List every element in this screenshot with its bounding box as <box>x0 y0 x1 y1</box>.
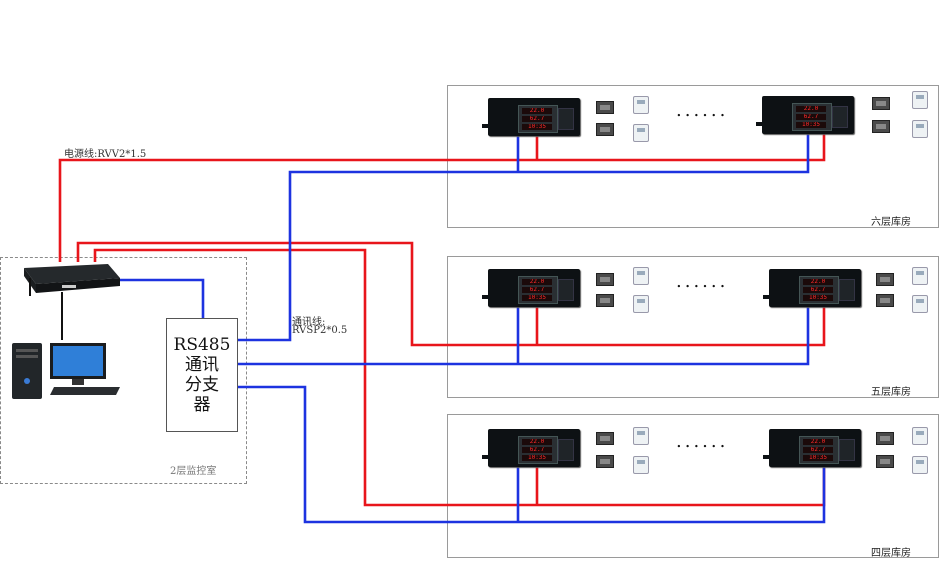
controller-readout-3: 10:35 <box>522 455 552 461</box>
controller-readout-1: 22.0 <box>522 439 552 445</box>
controller-readout-3: 10:35 <box>522 124 552 130</box>
sensor-icon <box>596 455 614 468</box>
comm-line-floor6 <box>237 130 810 342</box>
controller-readout-2: 62.7 <box>522 116 552 122</box>
controller-readout-1: 22.0 <box>803 279 833 285</box>
dehumidifier-icon <box>912 267 928 285</box>
controller-readout-2: 62.7 <box>803 287 833 293</box>
dehumidifier-icon <box>633 267 649 285</box>
dehumidifier-icon <box>912 427 928 445</box>
rs485-line-1: RS485 <box>173 335 231 355</box>
sensor-icon <box>876 455 894 468</box>
comm-line-pc-to-splitter <box>112 278 205 318</box>
controller-unit-icon: 22.0 62.7 10:35 <box>763 269 861 307</box>
rs485-line-2: 通讯 <box>185 355 219 375</box>
control-room-box <box>0 257 247 484</box>
comm-cable-label-2: RVSP2*0.5 <box>292 325 348 336</box>
controller-readout-1: 22.0 <box>522 279 552 285</box>
dehumidifier-icon <box>912 295 928 313</box>
control-room-label: 2层监控室 <box>170 466 217 477</box>
dehumidifier-icon <box>912 91 928 109</box>
sensor-icon <box>872 97 890 110</box>
sensor-icon <box>596 432 614 445</box>
comm-line-floor5 <box>237 303 810 366</box>
sensor-icon <box>596 294 614 307</box>
ellipsis-floor6: ...... <box>676 100 729 121</box>
sensor-icon <box>596 123 614 136</box>
controller-unit-icon: 22.0 62.7 10:35 <box>482 429 580 467</box>
floor-label-6: 六层库房 <box>871 217 911 228</box>
dehumidifier-icon <box>912 456 928 474</box>
sensor-icon <box>876 273 894 286</box>
controller-readout-2: 62.7 <box>522 447 552 453</box>
power-cable-label: 电源线:RVV2*1.5 <box>64 149 147 160</box>
ellipsis-floor5: ...... <box>676 271 729 292</box>
controller-unit-icon: 22.0 62.7 10:35 <box>482 269 580 307</box>
sensor-icon <box>596 101 614 114</box>
controller-readout-2: 62.7 <box>522 287 552 293</box>
dehumidifier-icon <box>633 456 649 474</box>
rs485-line-4: 器 <box>193 395 211 415</box>
sensor-icon <box>876 294 894 307</box>
sensor-icon <box>596 273 614 286</box>
controller-unit-icon: 22.0 62.7 10:35 <box>756 96 854 134</box>
controller-unit-icon: 22.0 62.7 10:35 <box>482 98 580 136</box>
rs485-splitter-box: RS485 通讯 分支 器 <box>166 318 238 432</box>
dehumidifier-icon <box>633 295 649 313</box>
rs485-line-3: 分支 <box>185 375 219 395</box>
dehumidifier-icon <box>633 96 649 114</box>
controller-readout-3: 10:35 <box>796 122 826 128</box>
comm-line-floor4 <box>237 385 826 524</box>
controller-readout-1: 22.0 <box>803 439 833 445</box>
controller-readout-1: 22.0 <box>796 106 826 112</box>
comm-cable-label-1: 通讯线: <box>292 317 326 328</box>
controller-readout-2: 62.7 <box>803 447 833 453</box>
dehumidifier-icon <box>633 124 649 142</box>
controller-readout-3: 10:35 <box>522 295 552 301</box>
ellipsis-floor4: ...... <box>676 431 729 452</box>
controller-unit-icon: 22.0 62.7 10:35 <box>763 429 861 467</box>
controller-readout-3: 10:35 <box>803 295 833 301</box>
controller-readout-1: 22.0 <box>522 108 552 114</box>
power-line-floor6 <box>58 130 826 262</box>
floor-label-5: 五层库房 <box>871 387 911 398</box>
floor-label-4: 四层库房 <box>871 548 911 559</box>
network-switch-icon <box>24 264 120 296</box>
controller-readout-2: 62.7 <box>796 114 826 120</box>
computer-icon <box>12 343 120 399</box>
sensor-icon <box>876 432 894 445</box>
dehumidifier-icon <box>912 120 928 138</box>
controller-readout-3: 10:35 <box>803 455 833 461</box>
power-line-floor5 <box>76 241 826 347</box>
sensor-icon <box>872 120 890 133</box>
dehumidifier-icon <box>633 427 649 445</box>
